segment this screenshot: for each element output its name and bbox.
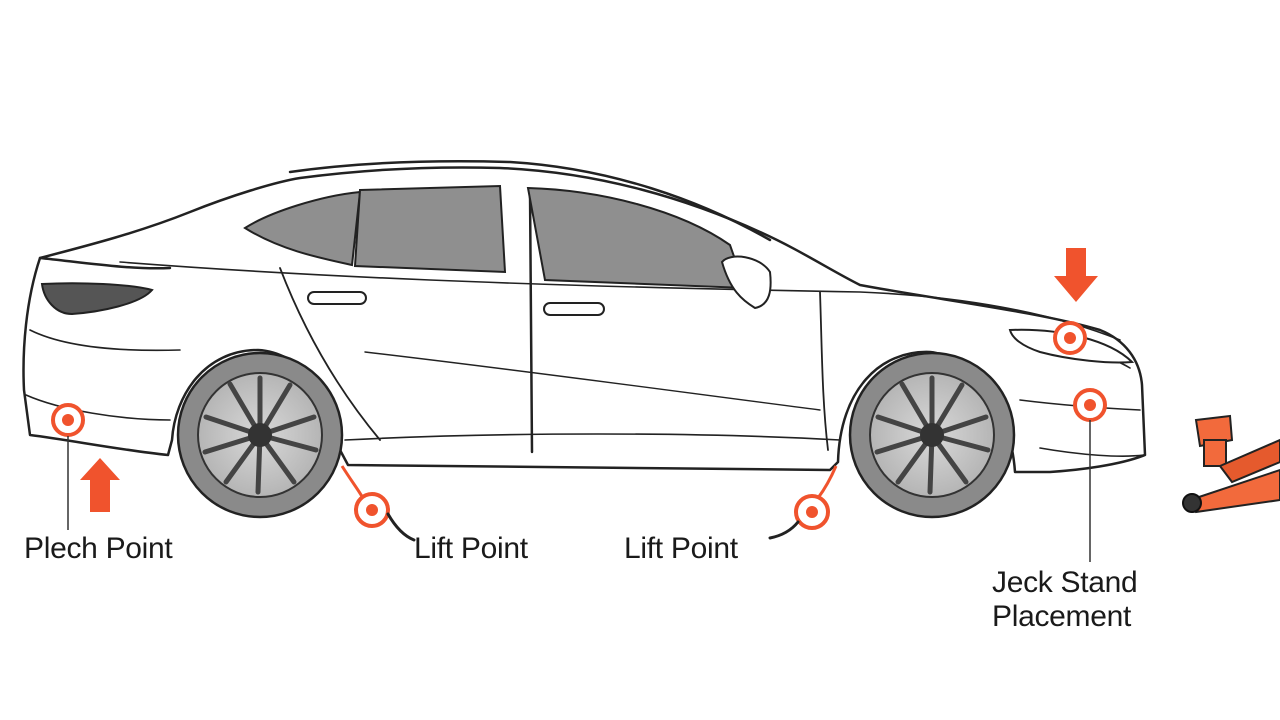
jack-stand-label-line1: Jeck Stand xyxy=(992,566,1138,599)
tail-light xyxy=(40,282,154,316)
jack-stand-label-line2: Placement xyxy=(992,600,1132,633)
side-mirror xyxy=(720,255,772,310)
lift-point-front-marker xyxy=(768,465,838,540)
pinch-point-marker xyxy=(51,403,85,530)
up-arrow-icon xyxy=(80,458,120,512)
jack-stand-marker-upper xyxy=(1053,321,1087,355)
lift-point-front-label: Lift Point xyxy=(624,532,738,565)
door-handles xyxy=(307,291,605,316)
rear-wheel xyxy=(176,351,344,519)
windows xyxy=(243,184,747,290)
jack-stand-label: Jeck Stand Placement xyxy=(992,566,1138,634)
jack-stand-marker-lower xyxy=(1073,388,1107,562)
down-arrow-icon xyxy=(1054,248,1098,302)
lift-point-rear-marker xyxy=(340,465,416,542)
lift-point-rear-label: Lift Point xyxy=(414,532,528,565)
front-wheel xyxy=(848,351,1016,519)
pinch-point-label: Plech Point xyxy=(24,532,173,565)
floor-jack-icon xyxy=(1182,414,1280,514)
